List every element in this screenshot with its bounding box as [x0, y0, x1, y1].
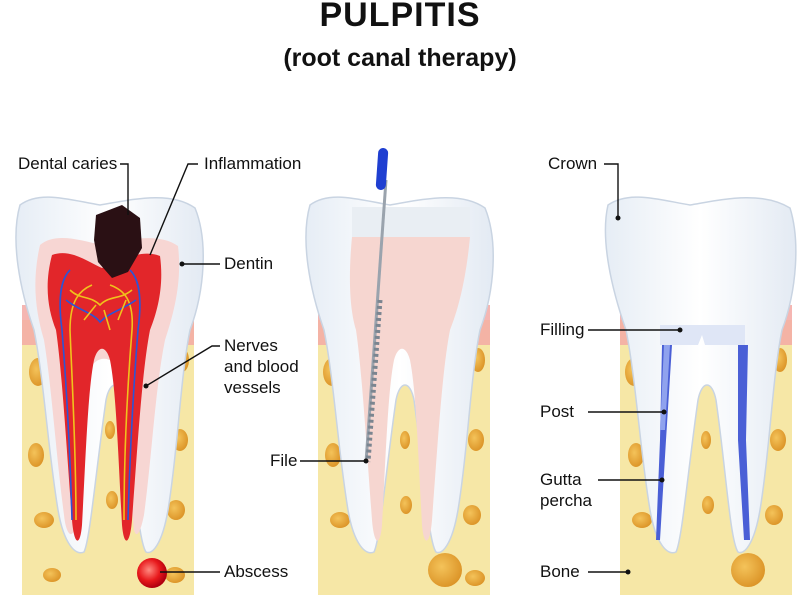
label-inflammation: Inflammation — [204, 154, 301, 174]
label-dental-caries: Dental caries — [18, 154, 117, 174]
abscess — [137, 558, 167, 588]
label-nerves-line2: and blood — [224, 357, 299, 377]
label-abscess: Abscess — [224, 562, 288, 582]
label-file: File — [270, 451, 297, 471]
label-dentin: Dentin — [224, 254, 273, 274]
label-bone: Bone — [540, 562, 580, 582]
label-gutta-line2: percha — [540, 491, 592, 511]
label-gutta-line1: Gutta — [540, 470, 582, 490]
label-post: Post — [540, 402, 574, 422]
label-nerves-line1: Nerves — [224, 336, 278, 356]
label-nerves-line3: vessels — [224, 378, 281, 398]
label-filling: Filling — [540, 320, 584, 340]
label-crown: Crown — [548, 154, 597, 174]
